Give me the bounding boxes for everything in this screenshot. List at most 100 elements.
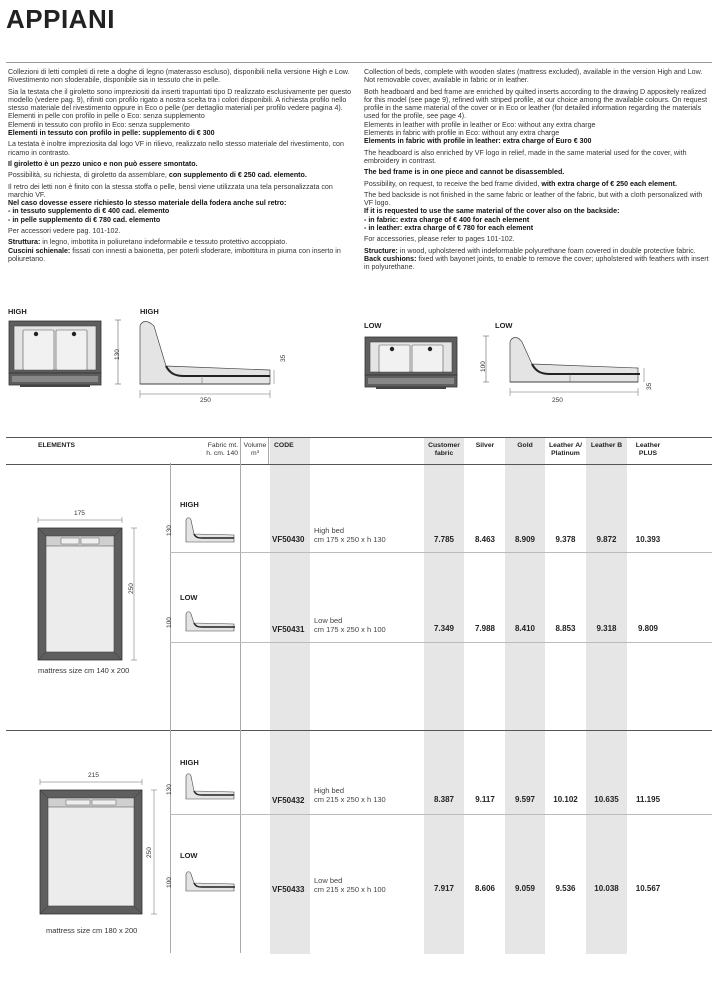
row4-desc-line1: Low bed	[314, 876, 343, 885]
row3-code: VF50432	[272, 796, 305, 805]
it-cushions-label: Cuscini schienale:	[8, 246, 71, 255]
it-frame-divided-charge: con supplemento di € 250 cad. elemento.	[168, 171, 307, 180]
en-structure-label: Structure:	[364, 246, 398, 255]
it-frame-one-piece: Il giroletto è un pezzo unico e non può …	[8, 159, 198, 168]
en-cushions-text: fixed with bayonet joints, to enable to …	[364, 254, 709, 272]
row3-variant: HIGH	[180, 758, 199, 767]
low-front-label: LOW	[364, 321, 382, 330]
gold-column-shade	[505, 438, 545, 954]
en-supplement-2: Elements in fabric with profile in Eco: …	[364, 129, 560, 138]
header-silver: Silver	[475, 442, 495, 449]
volume-header: Volume m³	[243, 442, 267, 458]
en-frame-divided: Possibility, on request, to receive the …	[364, 180, 710, 188]
it-structure-text: in legno, imbottita in poliuretano indef…	[40, 238, 288, 247]
row2-price-leather-a: 8.853	[555, 624, 576, 633]
header-leather-plus: Leather PLUS	[628, 442, 668, 458]
row1-price-leather-plus: 10.393	[635, 535, 661, 544]
fabric-header-line2: h. cm. 140	[206, 450, 238, 457]
row3-price-leather-plus: 11.195	[635, 795, 661, 804]
header-leather-a: Leather A/ Platinum	[545, 442, 586, 458]
group1-plan-view	[37, 517, 137, 661]
it-cushions: Cuscini schienale: fissati con innesti a…	[8, 247, 354, 264]
row4-height: 100	[166, 877, 173, 888]
row1-price-customer-fabric: 7.785	[433, 535, 455, 544]
high-side-view	[115, 319, 275, 398]
row4-variant: LOW	[180, 851, 198, 860]
row2-variant: LOW	[180, 593, 198, 602]
it-supplement-2: Elementi in tessuto con profilo in Eco: …	[8, 120, 190, 129]
description-english: Collection of beds, complete with wooden…	[364, 68, 710, 272]
title-rule	[6, 62, 712, 63]
fabric-header: Fabric mt. h. cm. 140	[196, 442, 238, 458]
description-italian: Collezioni di letti completi di rete a d…	[8, 68, 354, 263]
row2-height: 100	[166, 617, 173, 628]
row2-price-gold: 8.410	[514, 624, 536, 633]
row1-desc-line2: cm 175 x 250 x h 130	[314, 535, 386, 544]
row3-price-leather-b: 10.635	[594, 795, 619, 804]
en-cushions: Back cushions: fixed with bayonet joints…	[364, 255, 710, 272]
it-structure-label: Struttura:	[8, 238, 41, 247]
row3-description: High bed cm 215 x 250 x h 130	[314, 786, 386, 804]
row1-price-gold: 8.909	[514, 535, 536, 544]
it-supplement-1: Elementi in pelle con profilo in pelle o…	[8, 112, 205, 121]
en-inserts: Both headboard and bed frame are enriche…	[364, 87, 708, 121]
en-backside: The bed backside is not finished in the …	[364, 190, 703, 208]
header-customer-fabric: Customer fabric	[424, 442, 464, 458]
it-intro: Collezioni di letti completi di rete a d…	[8, 68, 350, 85]
group2-width-dim: 215	[88, 772, 99, 779]
it-supplement-3: Elementi in tessuto con profilo in pelle…	[8, 129, 215, 138]
low-front-view	[364, 336, 458, 389]
row3-price-customer-fabric: 8.387	[433, 795, 455, 804]
en-backside-request: If it is requested to use the same mater…	[364, 207, 620, 216]
row4-price-leather-plus: 10.567	[635, 884, 661, 893]
volume-header-line1: Volume	[243, 442, 267, 449]
low-seat-dim: 35	[646, 382, 653, 390]
en-frame-divided-text: Possibility, on request, to receive the …	[364, 179, 542, 188]
header-leather-b: Leather B	[590, 442, 623, 449]
table-vline-3	[240, 438, 241, 464]
row1-price-leather-a: 9.378	[555, 535, 576, 544]
row2-desc-line2: cm 175 x 250 x h 100	[314, 625, 386, 634]
group1-length-dim: 250	[128, 583, 135, 594]
en-structure-text: in wood, upholstered with indeformable p…	[397, 246, 696, 255]
customer-fabric-column-shade	[424, 438, 464, 954]
header-leather-a-line2: Platinum	[551, 450, 580, 457]
row4-price-leather-a: 9.536	[555, 884, 576, 893]
row1-desc-line1: High bed	[314, 526, 345, 535]
en-intro: Collection of beds, complete with wooden…	[364, 68, 703, 85]
row4-desc-line2: cm 215 x 250 x h 100	[314, 885, 386, 894]
row2-side-icon	[185, 611, 235, 632]
row1-height: 130	[166, 525, 173, 536]
en-supplement-3: Elements in fabric with profile in leath…	[364, 137, 592, 146]
high-seat-dim: 35	[280, 354, 287, 362]
table-vline-1	[170, 463, 171, 953]
row4-price-gold: 9.059	[514, 884, 536, 893]
it-backside-fabric: - in tessuto supplemento di € 400 cad. e…	[8, 207, 170, 216]
row3-price-gold: 9.597	[514, 795, 536, 804]
low-length-dim: 250	[552, 397, 563, 404]
en-cushions-label: Back cushions:	[364, 254, 417, 263]
it-logo: La testata è inoltre impreziosita dal lo…	[8, 140, 344, 157]
it-frame-divided: Possibilità, su richiesta, di giroletto …	[8, 171, 354, 179]
row3-desc-line1: High bed	[314, 786, 345, 795]
header-customer-fabric-line2: fabric	[434, 450, 454, 457]
header-leather-plus-line2: PLUS	[638, 450, 658, 457]
it-backside: Il retro dei letti non è finito con la s…	[8, 182, 333, 199]
group1-mattress-size: mattress size cm 140 x 200	[38, 666, 130, 675]
en-logo: The headboard is also enriched by VF log…	[364, 148, 687, 165]
volume-header-line2: m³	[251, 450, 259, 457]
low-height-dim: 100	[480, 361, 487, 372]
en-backside-leather: - in leather: extra charge of € 780 for …	[364, 224, 534, 233]
table-vline-4	[268, 438, 269, 464]
header-leather-a-line1: Leather A/	[549, 442, 582, 449]
row1-variant: HIGH	[180, 500, 199, 509]
group2-mattress-size: mattress size cm 180 x 200	[46, 926, 138, 935]
row3-height: 130	[166, 784, 173, 795]
row4-price-leather-b: 10.038	[594, 884, 619, 893]
group2-length-dim: 250	[146, 847, 153, 858]
high-length-dim: 250	[200, 397, 211, 404]
row1-price-silver: 8.463	[474, 535, 496, 544]
table-vline-2	[240, 463, 241, 953]
en-accessories: For accessories, please refer to pages 1…	[364, 235, 515, 244]
elements-header: ELEMENTS	[38, 442, 76, 449]
